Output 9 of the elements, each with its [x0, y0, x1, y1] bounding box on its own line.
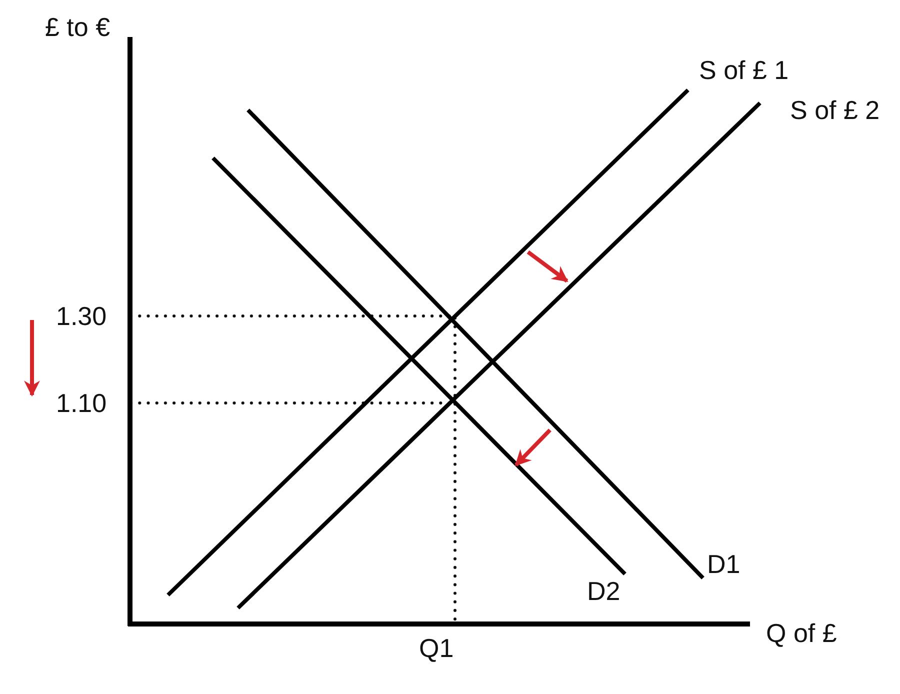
axis-label: Q of £: [766, 618, 837, 648]
curve-label: S of £ 2: [790, 95, 880, 125]
tick-label: 1.10: [56, 388, 107, 418]
curve-label: D2: [587, 576, 620, 606]
tick-label: Q1: [419, 633, 454, 663]
tick-label: 1.30: [56, 301, 107, 331]
axis-label: £ to €: [45, 12, 110, 42]
curve-label: S of £ 1: [699, 55, 789, 85]
curve-label: D1: [707, 549, 740, 579]
